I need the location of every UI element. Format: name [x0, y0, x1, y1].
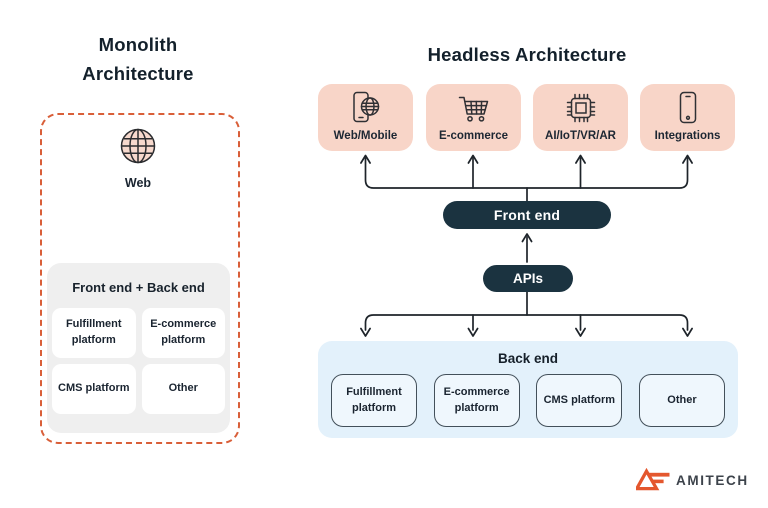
platform-cell: Other	[141, 364, 225, 414]
platform-cell: Other	[638, 374, 725, 427]
monolith-title: Monolith Architecture	[82, 34, 194, 84]
mobile-globe-icon	[318, 91, 413, 125]
platform-cell: Fulfillment platform	[331, 374, 417, 427]
channel-label: AI/IoT/VR/AR	[545, 130, 616, 142]
monolith-frontend-backend-box: Front end + Back end Fulfillment platfor…	[47, 263, 230, 433]
channel-label: Web/Mobile	[333, 130, 398, 142]
channel-card-integrations: Integrations	[640, 84, 735, 151]
backend-platform-row: Fulfillment platform E-commerce platform…	[331, 374, 725, 427]
platform-cell: E-commerce platform	[433, 374, 520, 427]
amitech-logo-text: AMITECH	[676, 472, 749, 488]
amitech-logo: AMITECH	[636, 468, 749, 492]
apis-pill: APIs	[483, 265, 573, 292]
web-label: Web	[124, 176, 152, 190]
backend-container: Back end Fulfillment platform E-commerce…	[318, 341, 738, 438]
smartphone-icon	[640, 91, 735, 125]
channel-card-ai-iot: AI/IoT/VR/AR	[533, 84, 628, 151]
platform-cell: E-commerce platform	[141, 308, 225, 358]
channel-card-ecommerce: E-commerce	[426, 84, 521, 151]
monolith-platform-grid: Fulfillment platform E-commerce platform…	[52, 308, 225, 414]
platform-cell: Fulfillment platform	[52, 308, 136, 358]
headless-title: Headless Architecture	[427, 44, 627, 65]
platform-cell: CMS platform	[536, 374, 623, 427]
channel-card-web-mobile: Web/Mobile	[318, 84, 413, 151]
monolith-box-title: Front end + Back end	[72, 280, 205, 295]
chip-icon	[533, 91, 628, 125]
amitech-logo-mark	[636, 468, 670, 491]
backend-title: Back end	[497, 351, 559, 366]
platform-cell: CMS platform	[52, 364, 136, 414]
channel-label: Integrations	[654, 130, 721, 142]
front-end-pill: Front end	[443, 201, 611, 229]
channel-label: E-commerce	[438, 130, 509, 142]
shopping-cart-icon	[426, 91, 521, 125]
globe-icon	[120, 128, 156, 164]
